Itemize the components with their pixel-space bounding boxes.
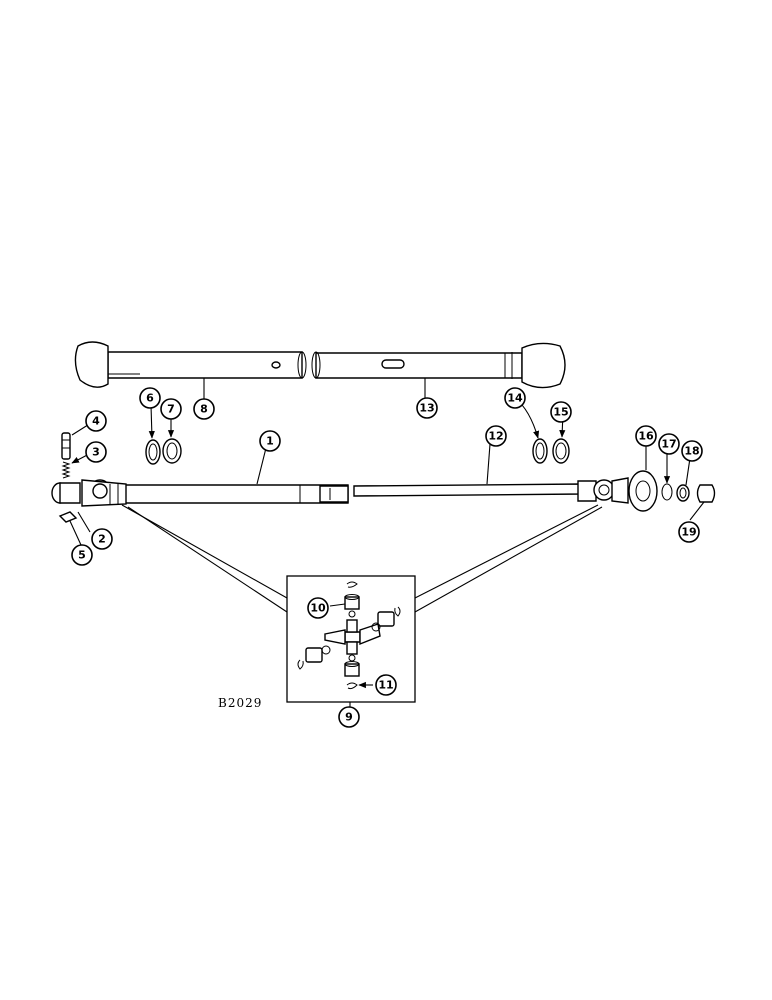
callout-17[interactable]: 17 <box>658 433 680 455</box>
callout-6[interactable]: 6 <box>139 387 161 409</box>
callout-15[interactable]: 15 <box>550 401 572 423</box>
bearing-sleeve <box>696 484 716 503</box>
cross-kit-detail-box <box>286 575 416 703</box>
left-universal-joint <box>51 479 127 507</box>
svg-text:9: 9 <box>345 711 353 724</box>
svg-text:3: 3 <box>92 446 100 459</box>
guard-tube-inner <box>311 342 566 389</box>
svg-text:13: 13 <box>419 402 434 415</box>
svg-text:1: 1 <box>266 435 274 448</box>
svg-text:10: 10 <box>310 602 326 615</box>
svg-text:4: 4 <box>92 415 100 428</box>
callout-11[interactable]: 11 <box>375 674 397 696</box>
callout-3[interactable]: 3 <box>85 441 107 463</box>
snap-ring-left <box>297 659 304 670</box>
callout-4[interactable]: 4 <box>85 410 107 432</box>
svg-text:16: 16 <box>638 430 654 443</box>
snap-ring <box>661 483 673 501</box>
callout-9[interactable]: 9 <box>338 706 360 728</box>
svg-text:5: 5 <box>78 549 86 562</box>
svg-text:8: 8 <box>200 403 208 416</box>
right-universal-joint <box>577 477 629 504</box>
svg-text:6: 6 <box>146 392 154 405</box>
svg-text:15: 15 <box>553 406 568 419</box>
callout-16[interactable]: 16 <box>635 425 657 447</box>
callout-10[interactable]: 10 <box>307 597 329 619</box>
snap-ring-right <box>394 606 401 617</box>
svg-text:11: 11 <box>378 679 393 692</box>
svg-text:14: 14 <box>507 392 523 405</box>
svg-text:7: 7 <box>167 403 175 416</box>
callout-5[interactable]: 5 <box>71 544 93 566</box>
bearing-ring-right-a <box>532 438 548 464</box>
callout-19[interactable]: 19 <box>678 521 700 543</box>
universal-cross <box>324 619 381 655</box>
figure-code: B2029 <box>218 696 262 710</box>
svg-text:19: 19 <box>681 526 696 539</box>
snap-ring-bottom <box>346 682 358 690</box>
end-shield-cone <box>628 470 658 512</box>
outer-shaft-tube <box>124 484 349 504</box>
callout-18[interactable]: 18 <box>681 440 703 462</box>
callout-14[interactable]: 14 <box>504 387 526 409</box>
bearing-cup-top <box>344 594 360 610</box>
grease-fitting-pin <box>61 432 71 460</box>
callout-8[interactable]: 8 <box>193 398 215 420</box>
bearing-ring-left-b <box>162 438 182 464</box>
callout-2[interactable]: 2 <box>91 528 113 550</box>
bearing-cup-right <box>377 611 395 627</box>
snap-ring-top <box>346 581 358 588</box>
bushing-ring <box>676 484 690 502</box>
callout-1[interactable]: 1 <box>259 430 281 452</box>
svg-text:2: 2 <box>98 533 106 546</box>
svg-text:12: 12 <box>488 430 503 443</box>
svg-text:18: 18 <box>684 445 699 458</box>
bearing-ring-left-a <box>145 439 161 465</box>
bearing-cup-left <box>305 647 323 663</box>
bearing-ring-right-b <box>552 438 570 464</box>
svg-text:17: 17 <box>661 438 676 451</box>
callout-13[interactable]: 13 <box>416 397 438 419</box>
lock-washer <box>58 511 78 523</box>
inner-shaft <box>353 483 583 497</box>
callout-7[interactable]: 7 <box>160 398 182 420</box>
callout-12[interactable]: 12 <box>485 425 507 447</box>
guard-tube-outer <box>74 341 307 388</box>
compression-spring <box>61 461 71 479</box>
bearing-cup-bottom <box>344 661 360 677</box>
